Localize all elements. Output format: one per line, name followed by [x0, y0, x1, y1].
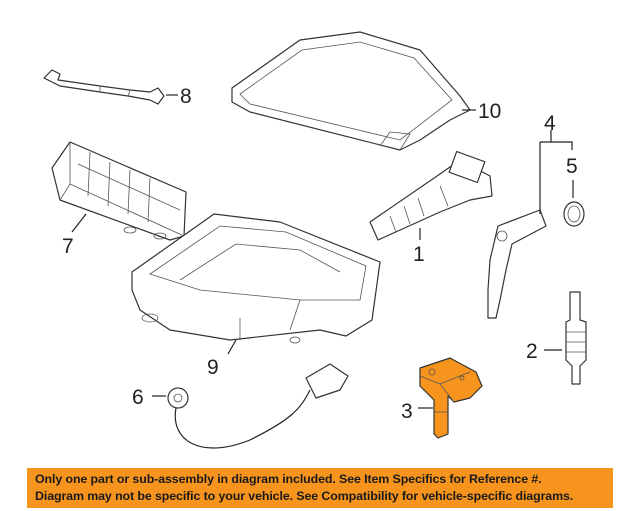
part-10-cover[interactable] — [231, 31, 471, 151]
callout-2: 2 — [526, 340, 538, 363]
callout-6: 6 — [132, 386, 144, 409]
part-8-bracket[interactable] — [43, 69, 165, 105]
callout-10: 10 — [478, 100, 501, 123]
callout-5: 5 — [566, 155, 578, 178]
part-6-knock-sensor[interactable] — [167, 363, 349, 449]
callout-4: 4 — [544, 112, 556, 135]
disclaimer-line-1: Only one part or sub-assembly in diagram… — [35, 472, 542, 486]
disclaimer-line-2: Diagram may not be specific to your vehi… — [35, 489, 574, 503]
callout-1: 1 — [413, 243, 425, 266]
callout-8: 8 — [180, 85, 192, 108]
part-1-ignition-coil[interactable] — [369, 150, 493, 241]
part-5-o-ring[interactable] — [563, 201, 585, 227]
part-2-spark-plug[interactable] — [565, 291, 587, 385]
part-9-tray[interactable] — [131, 213, 381, 344]
callout-7: 7 — [62, 235, 74, 258]
part-4-sensor[interactable] — [487, 209, 547, 319]
callout-3: 3 — [401, 400, 413, 423]
part-7-control-module[interactable] — [51, 141, 187, 241]
part-3-camshaft-sensor-highlighted[interactable] — [419, 357, 483, 439]
callout-9: 9 — [207, 356, 219, 379]
disclaimer-banner: Only one part or sub-assembly in diagram… — [27, 468, 613, 508]
